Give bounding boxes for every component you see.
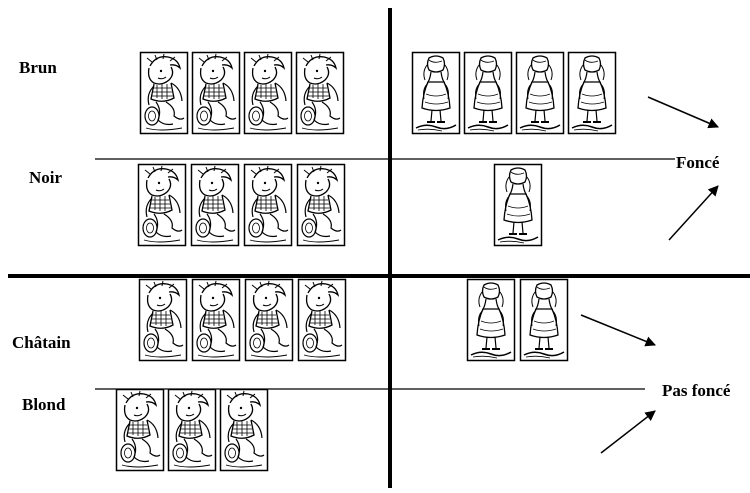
row-label-brun: Brun [19,58,57,78]
boy-card-icon [192,165,239,246]
arrow-icon [581,315,655,345]
girl-card-icon [521,280,568,361]
row-label-chatain: Châtain [12,333,71,353]
boy-card-icon [140,280,187,361]
boy-card-icon [297,53,344,134]
group-label-pas-fonce: Pas foncé [662,381,730,401]
boy-card-icon [221,390,268,471]
group-label-fonce: Foncé [676,153,719,173]
boy-card-icon [246,280,293,361]
arrow-icon [601,411,655,453]
boy-card-icon [169,390,216,471]
arrow-icon [669,186,718,240]
boy-card-icon [193,53,240,134]
row-label-noir: Noir [29,168,62,188]
boy-card-icon [299,280,346,361]
boy-card-icon [141,53,188,134]
boy-card-icon [298,165,345,246]
boy-card-icon [245,53,292,134]
row-label-blond: Blond [22,395,65,415]
girl-card-icon [465,53,512,134]
boy-card-icon [245,165,292,246]
girl-card-icon [413,53,460,134]
picture-cards [117,53,616,471]
girl-card-icon [468,280,515,361]
girl-card-icon [495,165,542,246]
boy-card-icon [117,390,164,471]
girl-card-icon [517,53,564,134]
arrow-icon [648,97,718,127]
girl-card-icon [569,53,616,134]
boy-card-icon [139,165,186,246]
boy-card-icon [193,280,240,361]
